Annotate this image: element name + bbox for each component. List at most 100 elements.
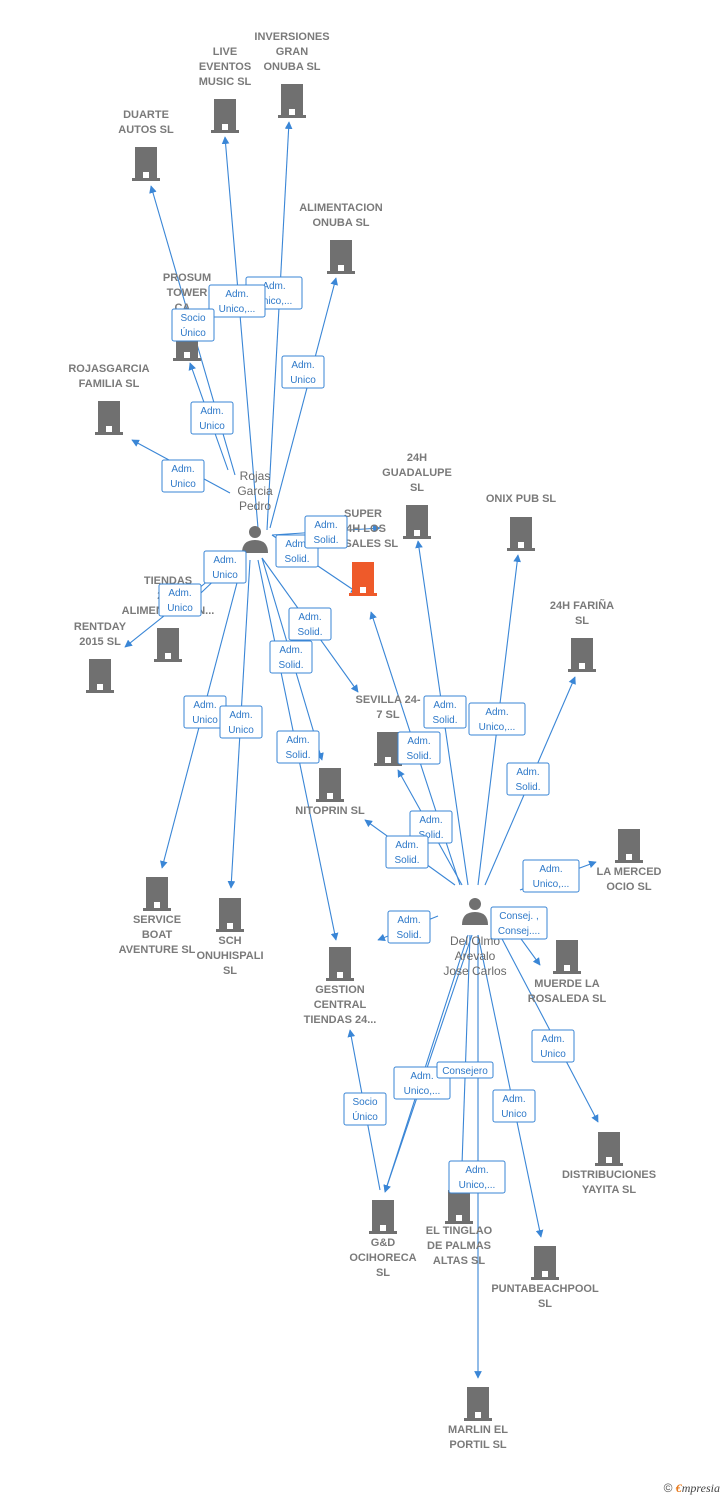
company-label: AUTOS SL	[118, 124, 174, 136]
building-icon	[531, 1246, 559, 1280]
company-label: ONUBA SL	[263, 61, 320, 73]
building-icon	[369, 1200, 397, 1234]
building-icon	[211, 99, 239, 133]
role-text: Adm.	[193, 700, 216, 711]
role-badge[interactable]: Adm.Solid.	[269, 640, 313, 674]
role-text: Unico,...	[404, 1086, 441, 1097]
role-badge[interactable]: Adm.Solid.	[385, 835, 429, 869]
person-label: Arevalo	[455, 949, 496, 963]
role-badge[interactable]: Adm.Solid.	[423, 695, 467, 729]
role-text: Unico,...	[459, 1180, 496, 1191]
company-node-onix[interactable]: ONIX PUB SL	[486, 493, 557, 551]
role-text: Adm.	[285, 539, 308, 550]
company-label: PROSUM	[163, 272, 211, 284]
role-badge[interactable]: Adm.Solid.	[288, 607, 332, 641]
role-badge[interactable]: Adm.Unico	[531, 1029, 575, 1063]
role-text: Adm.	[395, 840, 418, 851]
building-icon	[327, 240, 355, 274]
role-text: Solid.	[284, 554, 309, 565]
company-label: G&D	[371, 1237, 396, 1249]
role-badge[interactable]: Adm.Unico	[492, 1089, 536, 1123]
role-badge[interactable]: Adm.Unico,...	[208, 284, 266, 318]
role-badge[interactable]: Adm.Solid.	[387, 910, 431, 944]
company-node-nitoprin[interactable]: NITOPRIN SL	[295, 768, 365, 817]
empresia-logo[interactable]: €mpresia	[676, 1481, 720, 1495]
role-badge[interactable]: Adm.Solid.	[506, 762, 550, 796]
role-badge[interactable]: Adm.Solid.	[397, 731, 441, 765]
brand-name: mpresia	[681, 1481, 720, 1495]
company-label: MUSIC SL	[199, 76, 252, 88]
role-text: Consej. ,	[499, 911, 538, 922]
company-label: GUADALUPE	[382, 467, 452, 479]
company-label: ALTAS SL	[433, 1255, 485, 1267]
building-icon	[143, 877, 171, 911]
role-badge[interactable]: Adm.Unico,...	[522, 859, 580, 893]
company-label: SL	[223, 965, 237, 977]
role-text: Unico,...	[219, 304, 256, 315]
company-node-sevilla[interactable]: SEVILLA 24-7 SL	[356, 694, 421, 766]
company-label: DUARTE	[123, 109, 169, 121]
role-text: Solid.	[297, 627, 322, 638]
role-text: Unico,...	[533, 879, 570, 890]
company-label: LIVE	[213, 46, 237, 58]
company-label: DE PALMAS	[427, 1240, 491, 1252]
company-node-duarte[interactable]: DUARTE AUTOS SL	[118, 109, 174, 181]
building-icon	[403, 505, 431, 539]
company-label: NITOPRIN SL	[295, 805, 365, 817]
person-label: Pedro	[239, 499, 271, 513]
role-text: Adm.	[397, 915, 420, 926]
role-badge[interactable]: Adm.Solid.	[304, 515, 348, 549]
role-badge[interactable]: Consej. ,Consej....	[490, 906, 548, 940]
company-label: SL	[410, 482, 424, 494]
building-icon	[349, 562, 377, 596]
company-label: 24H LOS	[340, 523, 386, 535]
building-icon	[86, 659, 114, 693]
role-badge[interactable]: Adm.Unico	[190, 401, 234, 435]
company-label: CENTRAL	[314, 999, 367, 1011]
role-badge[interactable]: Adm.Unico	[203, 550, 247, 584]
role-text: Consejero	[442, 1066, 488, 1077]
company-label: INVERSIONES	[254, 31, 329, 43]
company-label: OCIHORECA	[349, 1252, 416, 1264]
role-badge[interactable]: Adm.Unico	[158, 583, 202, 617]
role-badge[interactable]: Adm.Solid.	[276, 730, 320, 764]
role-text: Unico	[290, 375, 316, 386]
role-badge[interactable]: Adm.Unico	[161, 459, 205, 493]
relation-edge	[383, 934, 473, 1193]
role-badge[interactable]: Adm.Unico	[281, 355, 325, 389]
person-label: Garcia	[237, 484, 273, 498]
footer-brand: © €mpresia	[664, 1481, 720, 1496]
brand-initial: €	[675, 1481, 682, 1495]
role-badge[interactable]: Adm.Unico,...	[468, 702, 526, 736]
role-badge[interactable]: Consejero	[436, 1061, 494, 1079]
building-icon	[464, 1387, 492, 1421]
role-badge[interactable]: Adm.Solid.	[409, 810, 453, 844]
role-badge[interactable]: Adm.Unico	[219, 705, 263, 739]
role-text: Solid.	[278, 660, 303, 671]
role-badge[interactable]: Adm.Unico,...	[393, 1066, 451, 1100]
company-label: SEVILLA 24-	[356, 694, 421, 706]
role-badge[interactable]: Adm.Unico,...	[448, 1160, 506, 1194]
company-label: OCIO SL	[606, 881, 652, 893]
